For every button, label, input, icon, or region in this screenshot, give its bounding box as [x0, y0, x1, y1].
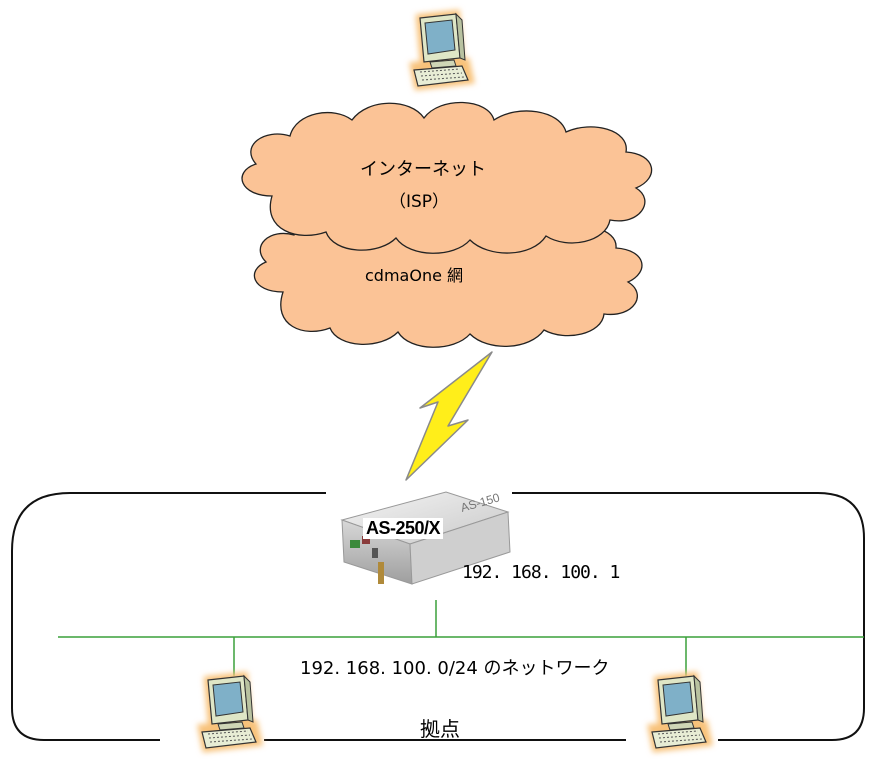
lan-network-label: 192. 168. 100. 0/24 のネットワーク: [300, 658, 610, 679]
isp-label: （ISP）: [389, 192, 450, 212]
site-label: 拠点: [420, 717, 460, 741]
computer-icon-left: [202, 676, 258, 748]
site-boundary: [11, 492, 865, 741]
router-model-label: AS-250/X: [363, 518, 444, 539]
computer-icon-right: [652, 676, 708, 748]
lightning-icon: [405, 351, 493, 481]
internet-cloud: [241, 101, 653, 254]
router-ip-label: 192. 168. 100. 1: [462, 562, 620, 583]
internet-label: インターネット: [360, 159, 486, 180]
computer-icon-internet: [414, 14, 470, 86]
cdma-network-label: cdmaOne 網: [365, 266, 464, 285]
